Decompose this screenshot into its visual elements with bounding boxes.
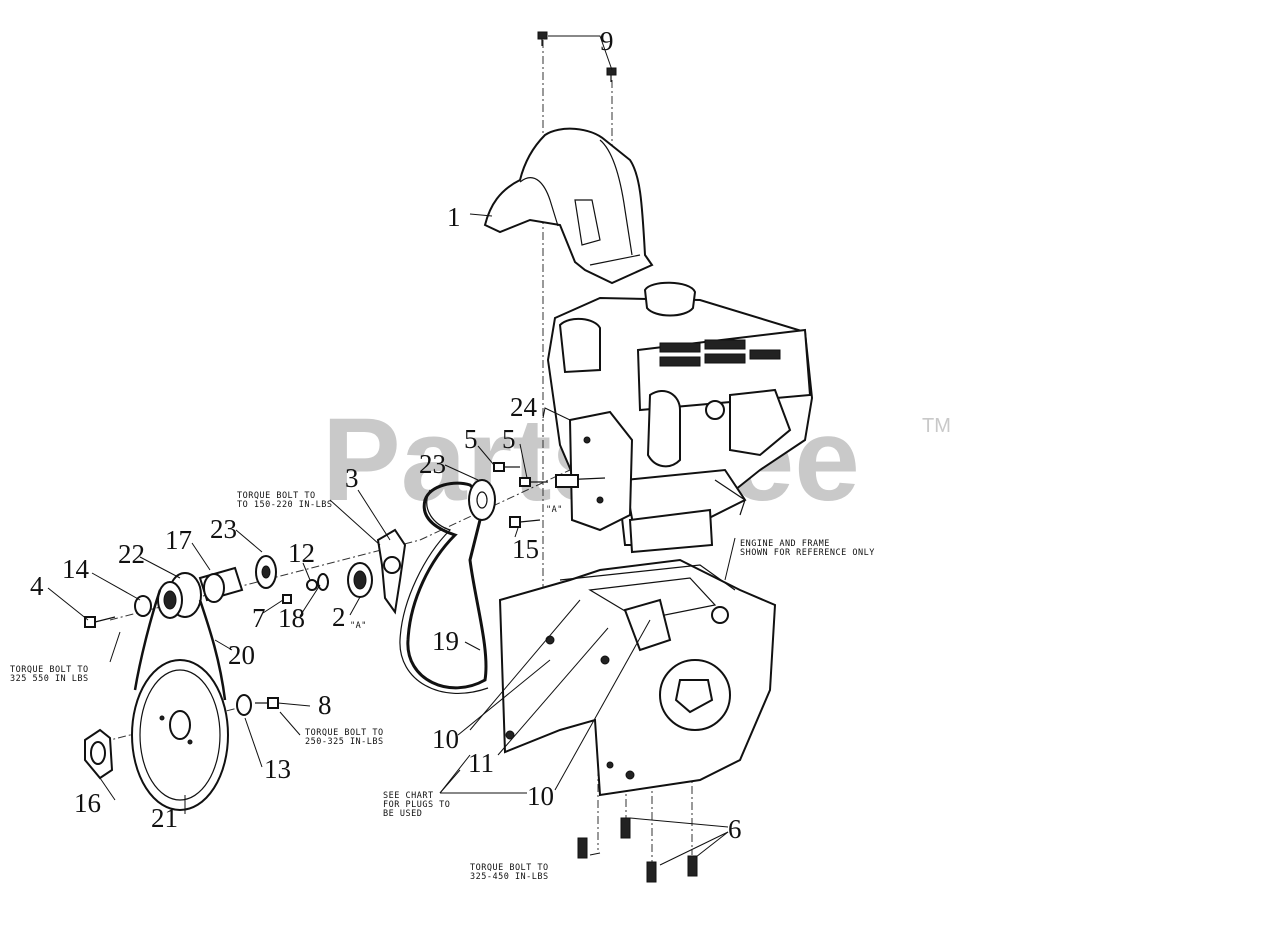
- washer-14[interactable]: [134, 595, 152, 617]
- top-bolt-upper[interactable]: [537, 31, 548, 46]
- nut-12[interactable]: [306, 579, 318, 591]
- note-see-chart-line3: BE USED: [383, 809, 422, 819]
- pulley-21[interactable]: [131, 659, 229, 811]
- notes: TORQUE BOLT TO TO 150-220 IN-LBS TORQUE …: [10, 491, 875, 882]
- note-torque-325-450-line2: 325-450 IN-LBS: [470, 872, 549, 882]
- callout-3[interactable]: 3: [345, 463, 359, 493]
- note-torque-250-line1: TORQUE BOLT TO: [305, 728, 384, 738]
- callout-4[interactable]: 4: [30, 571, 44, 601]
- leader-lines: [47, 35, 736, 866]
- callout-14[interactable]: 14: [62, 554, 90, 584]
- callout-21[interactable]: 21: [151, 803, 178, 833]
- bottom-bolt-c[interactable]: [646, 861, 657, 883]
- belt-cover[interactable]: [483, 127, 654, 285]
- washer-13[interactable]: [236, 694, 252, 716]
- note-ref-a-left: "A": [350, 621, 367, 631]
- engine-mount-plate: [568, 410, 634, 532]
- belt-20[interactable]: [133, 589, 227, 701]
- callout-19[interactable]: 19: [432, 626, 459, 656]
- callout-23-left[interactable]: 23: [210, 514, 237, 544]
- callouts: 9 1 24 5 5 23 15 3 23 17 22 14 4 12 7 18…: [30, 26, 742, 844]
- callout-18[interactable]: 18: [278, 603, 305, 633]
- callout-16[interactable]: 16: [74, 788, 101, 818]
- callout-22[interactable]: 22: [118, 539, 145, 569]
- note-see-chart-line1: SEE CHART: [383, 791, 434, 801]
- callout-1[interactable]: 1: [447, 202, 461, 232]
- pulley-cap-16[interactable]: [84, 728, 114, 780]
- engine-vent-grille: [659, 339, 781, 367]
- top-bolt-lower[interactable]: [606, 67, 617, 82]
- note-torque-325-550-line2: 325 550 IN LBS: [10, 674, 89, 684]
- washer-18[interactable]: [317, 573, 329, 591]
- bolt-5-right[interactable]: [519, 477, 548, 487]
- bottom-bolt-a[interactable]: [577, 837, 588, 859]
- bolt-15[interactable]: [509, 516, 541, 528]
- callout-11[interactable]: 11: [468, 748, 494, 778]
- callout-7[interactable]: 7: [252, 603, 266, 633]
- note-engine-frame-line1: ENGINE AND FRAME: [740, 539, 830, 549]
- note-torque-325-550-line1: TORQUE BOLT TO: [10, 665, 89, 675]
- note-torque-250-line2: 250-325 IN-LBS: [305, 737, 384, 747]
- washer-23-left[interactable]: [255, 555, 277, 589]
- note-torque-150-line1: TORQUE BOLT TO: [237, 491, 316, 501]
- callout-12[interactable]: 12: [288, 538, 315, 568]
- callout-15[interactable]: 15: [512, 534, 539, 564]
- spacer-17[interactable]: [198, 566, 244, 603]
- callout-10-lower[interactable]: 10: [527, 781, 554, 811]
- callout-5-right[interactable]: 5: [502, 424, 516, 454]
- pulley-22[interactable]: [157, 572, 202, 619]
- note-torque-150-line2: TO 150-220 IN-LBS: [237, 500, 333, 510]
- watermark-trademark: TM: [922, 415, 951, 437]
- bolt-7[interactable]: [282, 594, 292, 604]
- belt-19[interactable]: [406, 481, 488, 690]
- callout-23-engine[interactable]: 23: [419, 449, 446, 479]
- engine-tank-side: [558, 317, 601, 374]
- bolt-5-left[interactable]: [493, 462, 520, 472]
- callout-6[interactable]: 6: [728, 814, 742, 844]
- bolt-8[interactable]: [255, 697, 279, 709]
- note-torque-325-450-line1: TORQUE BOLT TO: [470, 863, 549, 873]
- callout-2[interactable]: 2: [332, 602, 346, 632]
- bottom-bolt-d[interactable]: [687, 855, 698, 877]
- bottom-bolt-b[interactable]: [620, 817, 631, 839]
- note-ref-a-right: "A": [546, 505, 563, 515]
- callout-17[interactable]: 17: [165, 525, 192, 555]
- frame: [498, 558, 777, 797]
- idler-bracket-3[interactable]: [376, 528, 407, 615]
- callout-10-upper[interactable]: 10: [432, 724, 459, 754]
- engine-pulley-23[interactable]: [468, 479, 496, 521]
- callout-9[interactable]: 9: [600, 26, 614, 56]
- callout-13[interactable]: 13: [264, 754, 291, 784]
- note-see-chart-line2: FOR PLUGS TO: [383, 800, 450, 810]
- callout-24[interactable]: 24: [510, 392, 538, 422]
- note-engine-frame-line2: SHOWN FOR REFERENCE ONLY: [740, 548, 875, 558]
- callout-5-left[interactable]: 5: [464, 424, 478, 454]
- callout-20[interactable]: 20: [228, 640, 255, 670]
- engine: [546, 281, 814, 554]
- callout-8[interactable]: 8: [318, 690, 332, 720]
- bolt-4[interactable]: [84, 616, 116, 628]
- fuel-cap: [643, 281, 697, 317]
- bearing-2[interactable]: [347, 562, 373, 598]
